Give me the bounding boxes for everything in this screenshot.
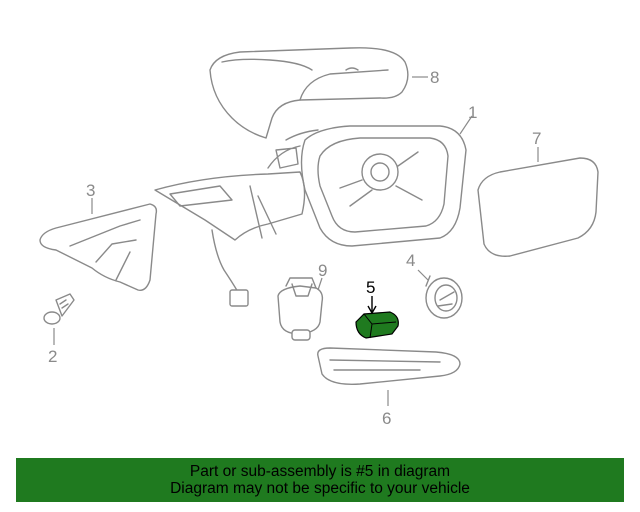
part-8-mirror-cap xyxy=(209,47,409,139)
callout-label-2: 2 xyxy=(48,347,57,366)
callout-line-1 xyxy=(459,115,473,135)
callout-label-7: 7 xyxy=(532,129,541,148)
callout-label-6: 6 xyxy=(382,409,391,428)
part-5-highlighted[interactable] xyxy=(355,311,399,339)
callout-label-3: 3 xyxy=(86,181,95,200)
part-1-mirror-housing xyxy=(154,125,467,307)
part-2-bolt xyxy=(43,293,75,325)
callout-label-8: 8 xyxy=(430,68,439,87)
callout-arrow-5 xyxy=(367,305,377,315)
callout-label-1: 1 xyxy=(468,103,477,122)
info-banner: Part or sub-assembly is #5 in diagram Di… xyxy=(16,458,624,502)
banner-line-disclaimer: Diagram may not be specific to your vehi… xyxy=(170,480,470,497)
part-3-bracket xyxy=(39,203,158,291)
banner-line-part: Part or sub-assembly is #5 in diagram xyxy=(189,463,451,480)
part-6-signal-lens xyxy=(317,347,461,385)
part-4-lamp xyxy=(425,275,463,319)
part-9-actuator xyxy=(277,277,324,341)
callout-line-9 xyxy=(317,277,323,291)
callout-label-4: 4 xyxy=(406,251,415,270)
part-7-mirror-glass xyxy=(477,157,599,257)
callout-label-5: 5 xyxy=(366,278,375,297)
callout-line-4 xyxy=(417,269,429,281)
callout-label-9: 9 xyxy=(318,261,327,280)
